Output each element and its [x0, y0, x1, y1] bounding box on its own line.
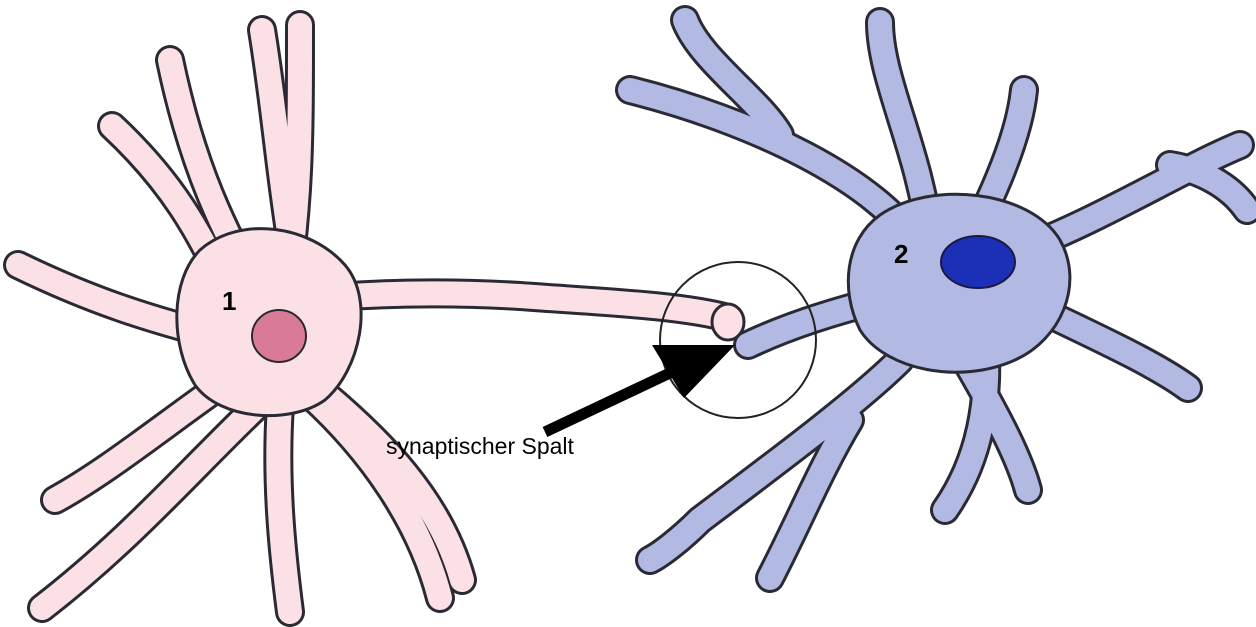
neuron-1-label: 1 — [222, 286, 236, 316]
neuron-2: 2 — [630, 20, 1247, 578]
neuron-1-fill — [18, 25, 728, 612]
arrow-icon — [545, 345, 735, 432]
neuron-2-label: 2 — [894, 239, 908, 269]
neuron-1: 1 — [18, 25, 744, 612]
synaptic-cleft-label: synaptischer Spalt — [386, 433, 575, 459]
neuron-1-nucleus — [252, 310, 306, 362]
neuron-2-nucleus — [941, 236, 1015, 288]
